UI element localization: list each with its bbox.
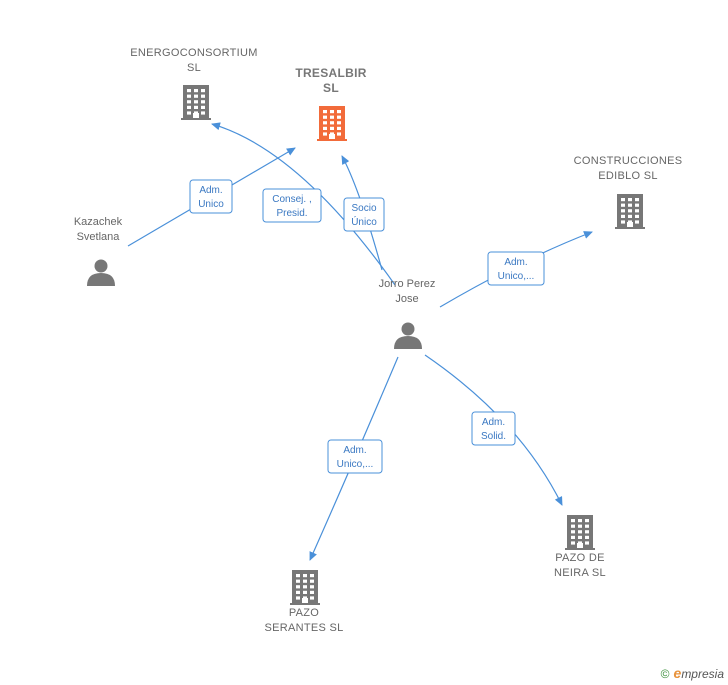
edge-label-jorro-to-pazo_serantes[interactable]: Adm. Unico,... xyxy=(327,439,383,474)
tresalbir-building-icon[interactable] xyxy=(317,106,347,141)
edge-jorro-to-energo xyxy=(211,122,396,286)
construcciones-label-line-2: EDIBLO SL xyxy=(598,170,658,182)
edge-label-line: Adm. xyxy=(482,417,505,428)
pazo_serantes-building-icon[interactable] xyxy=(290,570,320,605)
energo-label-line-2: SL xyxy=(187,62,201,74)
kazachek-person-icon[interactable] xyxy=(87,259,115,287)
edge-label-line: Unico,... xyxy=(498,271,535,282)
edge-label-line: Unico,... xyxy=(337,459,374,470)
jorro-label-line-1: Jorro Perez xyxy=(379,278,436,290)
brand-footer: ©empresia xyxy=(661,665,724,681)
edge-label-line: Socio xyxy=(351,203,376,214)
copyright-symbol: © xyxy=(660,667,670,681)
edge-label-line: Unico xyxy=(198,199,224,210)
edge-label-line: Adm. xyxy=(199,185,222,196)
edge-label-line: Presid. xyxy=(276,208,307,219)
edge-label-kazachek-to-tresalbir[interactable]: Adm. Unico xyxy=(189,179,233,214)
edge-label-jorro-to-construcciones[interactable]: Adm. Unico,... xyxy=(487,251,545,286)
energo-label-line-1: ENERGOCONSORTIUM xyxy=(130,47,257,59)
jorro-person-icon[interactable] xyxy=(394,322,422,350)
kazachek-label-line-2: Svetlana xyxy=(77,231,121,243)
edge-label-line: Consej. , xyxy=(272,194,311,205)
energo-building-icon[interactable] xyxy=(181,85,211,120)
edge-label-jorro-to-energo[interactable]: Consej. , Presid. xyxy=(262,188,322,223)
pazo_neira-label-line-2: NEIRA SL xyxy=(554,567,606,579)
pazo_serantes-label-line-2: SERANTES SL xyxy=(264,622,343,634)
kazachek-label-line-1: Kazachek xyxy=(74,216,123,228)
edge-label-jorro-to-pazo_neira[interactable]: Adm. Solid. xyxy=(471,411,516,446)
pazo_neira-building-icon[interactable] xyxy=(565,515,595,550)
edge-label-line: Adm. xyxy=(504,257,527,268)
brand-logo-text: mpresia xyxy=(681,667,724,681)
jorro-label-line-2: Jose xyxy=(395,293,418,305)
edge-label-line: Único xyxy=(351,215,377,228)
brand-logo-initial: e xyxy=(673,665,682,681)
edge-label-line: Adm. xyxy=(343,445,366,456)
construcciones-label-line-1: CONSTRUCCIONES xyxy=(574,155,683,167)
tresalbir-label-line-1: TRESALBIR xyxy=(295,66,366,80)
tresalbir-label-line-2: SL xyxy=(323,81,339,95)
construcciones-building-icon[interactable] xyxy=(615,194,645,229)
pazo_serantes-label-line-1: PAZO xyxy=(289,607,319,619)
edge-label-line: Solid. xyxy=(481,431,506,442)
pazo_neira-label-line-1: PAZO DE xyxy=(555,552,605,564)
